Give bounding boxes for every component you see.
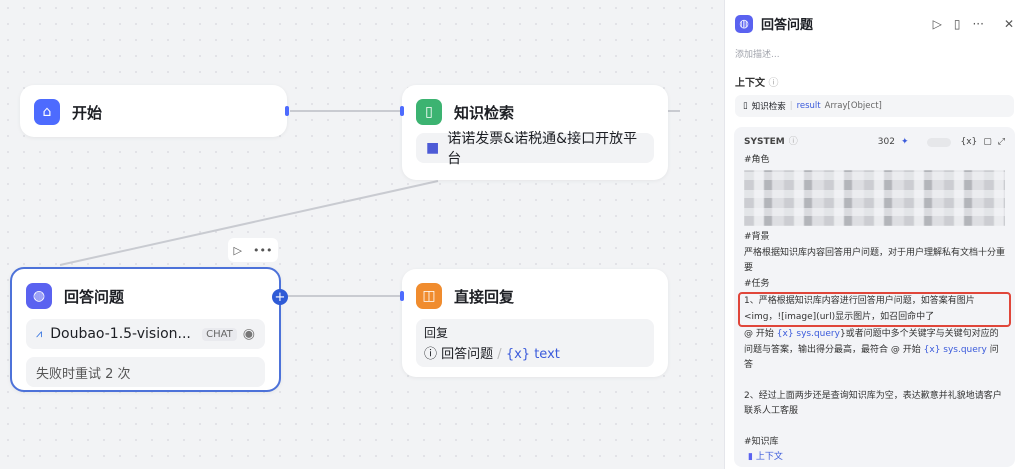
workflow-canvas[interactable]: ⌂开始 ▯知识检索 ■诺诺发票&诺税通&接口开放平台 ▷ ••• ◍回答问题 ⩘D…	[0, 0, 724, 469]
book-icon: ▯	[416, 99, 442, 125]
variable-icon[interactable]: {x}	[960, 137, 978, 147]
highlight-box: 1、严格根据知识库内容进行回答用户问题，如答案有图片<img，![image](…	[738, 292, 1011, 327]
folder-icon: ■	[426, 140, 440, 156]
output-port[interactable]	[285, 106, 289, 116]
eye-icon[interactable]: ◉	[242, 326, 255, 342]
run-icon[interactable]: ▷	[932, 16, 942, 31]
more-icon[interactable]: ···	[972, 16, 984, 31]
llm-icon: ◍	[26, 283, 52, 309]
node-reply[interactable]: ◫直接回复 回复 ⓘ 回答问题 / {x} text	[400, 269, 668, 377]
node-toolbar: ▷ •••	[228, 238, 278, 262]
model-logo-icon: ⩘	[36, 327, 43, 340]
node-settings-panel: ◍ 回答问题 ▷ ▯ ··· ✕ 添加描述... 上下文 ⓘ ▯知识检索|res…	[724, 0, 1024, 469]
node-knowledge[interactable]: ▯知识检索 ■诺诺发票&诺税通&接口开放平台	[400, 85, 668, 180]
home-icon: ⌂	[34, 99, 60, 125]
description-input[interactable]: 添加描述...	[735, 50, 780, 60]
expand-icon[interactable]: ⤢	[997, 137, 1005, 147]
more-icon[interactable]: •••	[253, 243, 273, 257]
node-start[interactable]: ⌂开始	[20, 85, 289, 137]
llm-icon: ◍	[735, 14, 753, 33]
help-icon[interactable]: ⓘ	[788, 137, 798, 147]
edges	[59, 110, 680, 297]
add-node-button[interactable]: +	[272, 289, 288, 305]
document-icon: ▮	[748, 452, 753, 462]
reply-icon: ◫	[416, 283, 442, 309]
input-port[interactable]	[400, 106, 404, 116]
edge-knowledge-answer	[59, 180, 439, 266]
toggle[interactable]	[926, 138, 951, 148]
sparkle-icon[interactable]: ✦	[900, 137, 909, 147]
book-icon[interactable]: ▯	[953, 16, 961, 31]
input-port[interactable]	[400, 291, 404, 301]
clipboard-icon[interactable]: ▢	[983, 137, 992, 147]
run-icon[interactable]: ▷	[233, 243, 242, 257]
node-answer[interactable]: ◍回答问题 ⩘Doubao-1.5-vision... CHAT◉ 失败时重试 …	[10, 267, 288, 392]
help-icon[interactable]: ⓘ	[768, 78, 779, 89]
close-icon[interactable]: ✕	[1003, 16, 1014, 31]
redacted-content	[744, 170, 1005, 226]
